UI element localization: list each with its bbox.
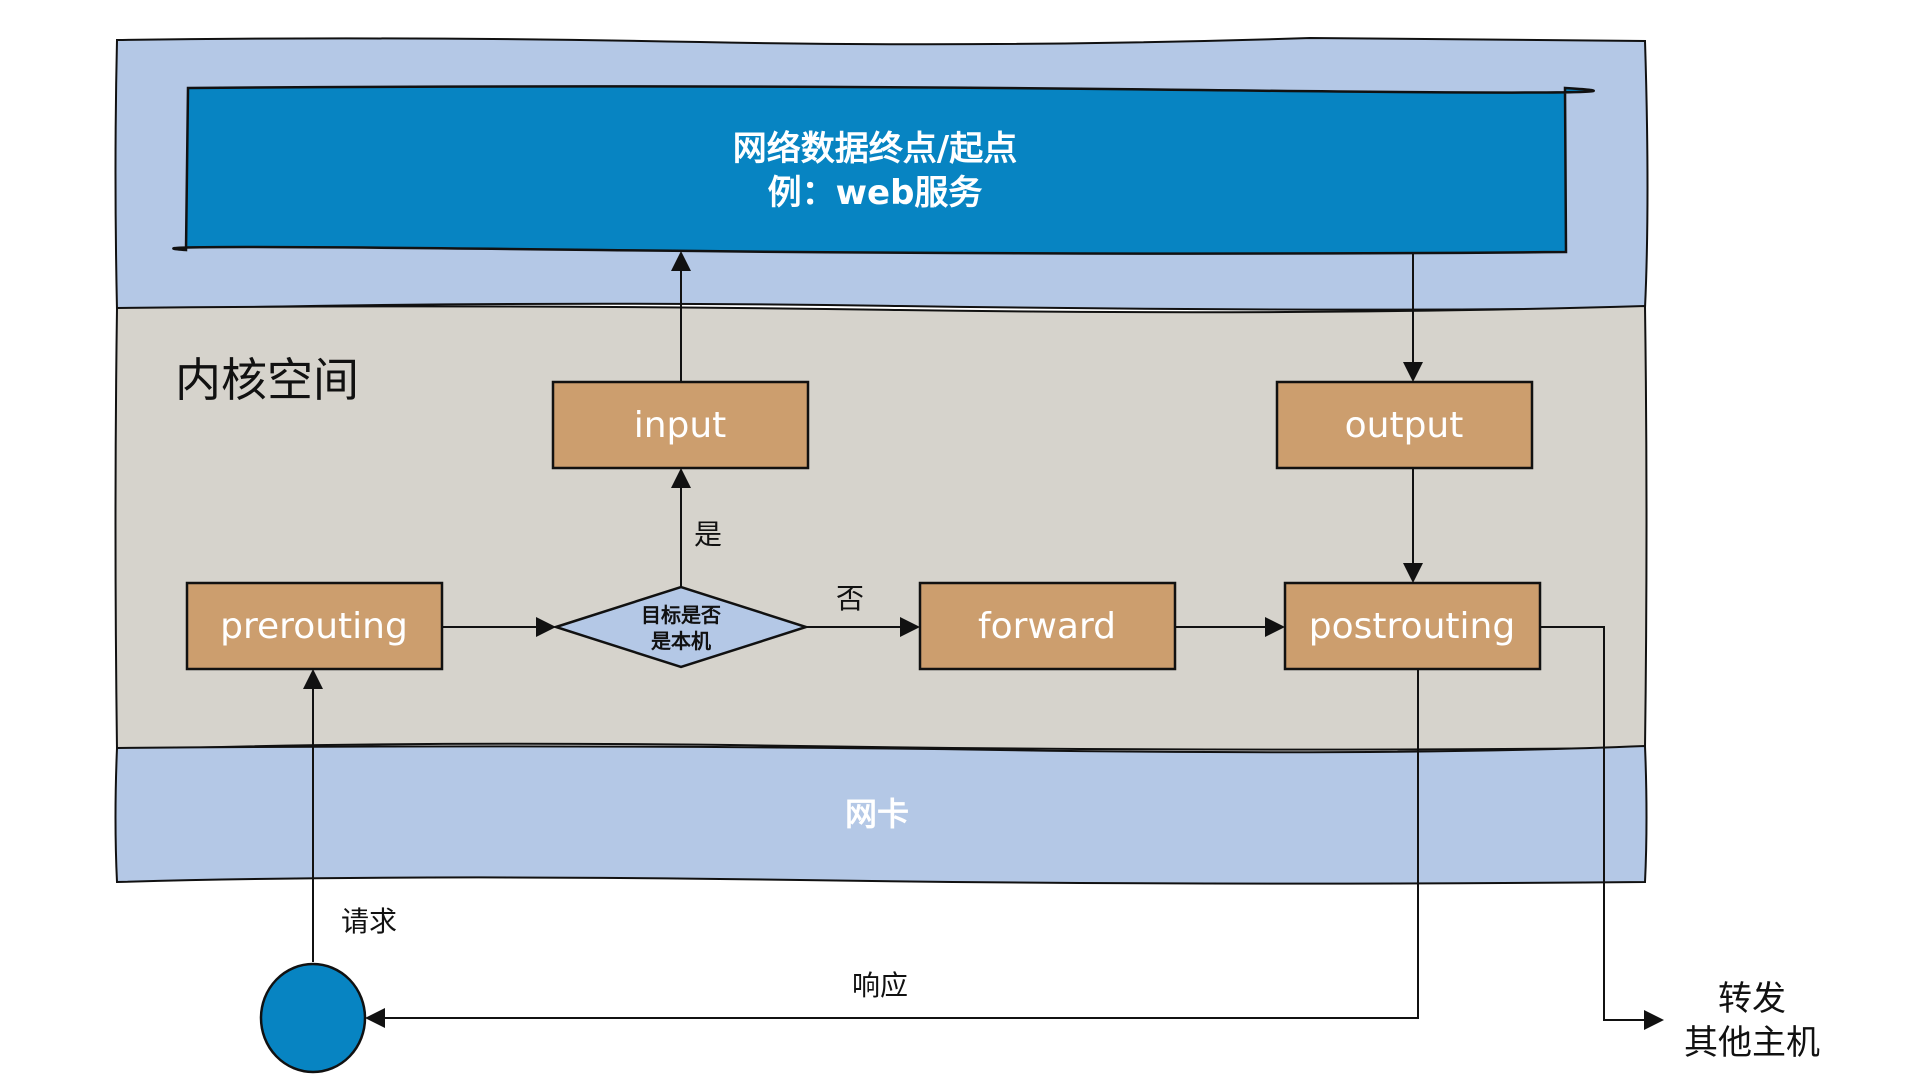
stage-forward-label: forward: [978, 606, 1116, 647]
decision-line1: 目标是否: [641, 603, 721, 627]
stage-input: input: [551, 380, 810, 470]
decision-is-local: 目标是否 是本机: [551, 585, 811, 669]
edge-label-request: 请求: [341, 905, 397, 938]
edge-forward-out: [1540, 626, 1664, 1030]
decision-line2: 是本机: [650, 629, 711, 653]
stage-prerouting: prerouting: [185, 581, 444, 671]
stage-input-label: input: [634, 405, 727, 446]
stage-output-label: output: [1345, 405, 1464, 446]
edge-label-no: 否: [836, 582, 864, 615]
kernel-space-label: 内核空间: [175, 353, 359, 407]
app-endpoint-box: [172, 85, 1595, 255]
stage-postrouting-label: postrouting: [1309, 606, 1515, 647]
stage-forward: forward: [918, 581, 1177, 671]
forward-out-line2: 其他主机: [1684, 1023, 1820, 1063]
nic-label: 网卡: [845, 795, 909, 833]
stage-prerouting-label: prerouting: [220, 606, 408, 647]
stage-output: output: [1275, 380, 1534, 470]
stage-postrouting: postrouting: [1283, 581, 1542, 671]
edge-label-response: 响应: [852, 969, 908, 1002]
app-box-line2: 例：web服务: [768, 173, 983, 213]
nic-zone: [114, 744, 1648, 885]
client-node: [259, 962, 367, 1074]
edge-label-yes: 是: [694, 518, 722, 551]
app-box-line1: 网络数据终点/起点: [733, 129, 1017, 169]
edge-response: [365, 669, 1419, 1028]
forward-out-line1: 转发: [1718, 979, 1786, 1019]
